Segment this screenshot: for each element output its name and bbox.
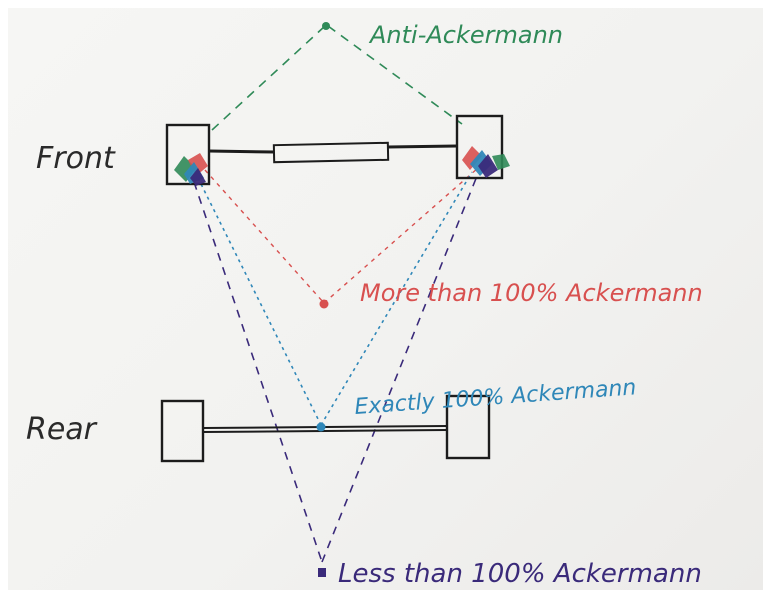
- front-right-angle-marks: [462, 146, 510, 178]
- rear-axle-bar-bottom: [202, 429, 448, 433]
- front-left-angle-marks: [174, 153, 208, 186]
- front-axle-right-bar: [387, 144, 458, 149]
- steering-rack: [272, 141, 390, 164]
- rear-left-wheel: [160, 399, 205, 463]
- less-than-lines: [193, 175, 478, 563]
- less-line-right: [321, 175, 478, 563]
- more-than-label: More than 100% Ackermann: [360, 279, 703, 307]
- exact-line-right: [320, 171, 473, 426]
- anti-ackermann-lines: [211, 25, 463, 131]
- anti-line-right: [327, 25, 463, 125]
- more-than-lines: [204, 167, 479, 304]
- more-line-right: [323, 167, 479, 304]
- rear-label: Rear: [26, 412, 98, 447]
- front-left-wheel: [165, 123, 211, 186]
- less-line-left: [193, 181, 323, 563]
- exact-point: [316, 422, 326, 432]
- anti-ackermann-point: [322, 22, 330, 30]
- more-line-left: [204, 169, 325, 304]
- front-axle-left-bar: [208, 149, 275, 154]
- front-label: Front: [36, 141, 116, 176]
- less-than-label: Less than 100% Ackermann: [338, 559, 702, 589]
- exact-line-left: [197, 177, 322, 426]
- anti-ackermann-label: Anti-Ackermann: [368, 21, 563, 49]
- front-axle: [165, 114, 504, 186]
- less-than-point: [318, 568, 326, 577]
- paper-background: [8, 8, 763, 590]
- anti-line-left: [211, 25, 326, 131]
- exact-lines: [197, 171, 473, 426]
- more-than-point: [319, 299, 329, 309]
- exact-label: Exactly 100% Ackermann: [354, 375, 637, 420]
